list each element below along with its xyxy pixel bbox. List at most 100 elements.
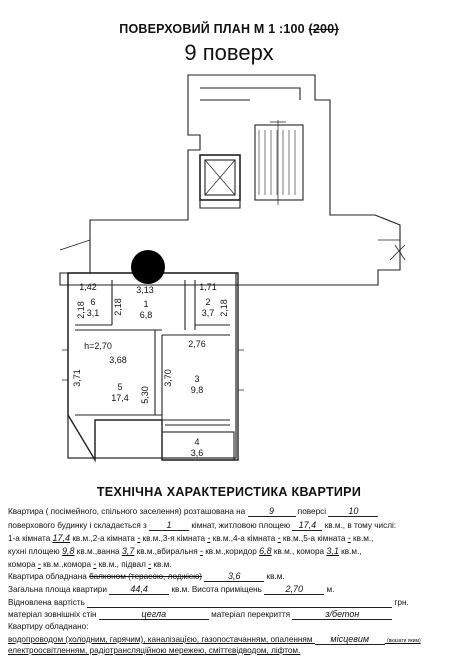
room3-dim-top: 2,76 (188, 339, 206, 349)
elevator-cross (204, 159, 236, 196)
l9-walls-value: цегла (98, 609, 209, 620)
l4-kitchen-value: 9,8 (61, 546, 75, 556)
l4-toilet-value: - (199, 546, 203, 556)
l7-text-c: м. (326, 585, 335, 594)
l12-text: електроосвітленням, радіотрансляційною м… (8, 646, 301, 655)
room6-no: 6 (90, 297, 95, 307)
l11-heating-value: місцевим (314, 634, 385, 645)
tech-line-2: поверхового будинку і складається з 1 кі… (8, 520, 396, 531)
upper-wall (200, 87, 301, 101)
l9-floors-value: з/бетон (292, 609, 393, 620)
room6-walls (75, 280, 113, 326)
l1-floor-value: 9 (247, 506, 296, 517)
room4-no: 4 (194, 437, 199, 447)
room6-dim-side: 2,18 (76, 301, 86, 319)
room5-area: 17,4 (111, 393, 129, 403)
l2-living-value: 17,4 (292, 520, 323, 531)
l3-text-f: кв.м., (353, 534, 374, 543)
building-outline (59, 74, 401, 286)
l3-room3-value: - (207, 533, 211, 543)
l1-text-b: поверсі (297, 507, 327, 516)
height-label: h=2,70 (84, 341, 112, 351)
l2-rooms-value: 1 (149, 520, 190, 531)
l1-text-a: Квартира ( посімейного, спільного заселе… (8, 507, 246, 516)
l8-cost-blank (87, 597, 393, 608)
l9-text-b: матеріал перекриття (211, 610, 291, 619)
l6-balcony-value: 3,6 (204, 571, 265, 582)
l6-text-a: Квартира обладнана (8, 572, 87, 581)
l2-text-c: кв.м., в тому числі: (324, 521, 397, 530)
room2-area: 3,7 (202, 308, 215, 318)
redaction-dot (131, 250, 165, 284)
room2-walls (184, 280, 230, 330)
room4-walls (162, 419, 230, 426)
corridor-lines (59, 239, 400, 251)
room3-walls (161, 334, 230, 420)
l3-text-b: кв.м.,2-а кімната (72, 534, 135, 543)
stairwell (254, 124, 304, 201)
l5-text-c: кв.м., підвал (98, 560, 146, 569)
l11-text-a: водопроводом (холодним, гарячим), каналі… (8, 635, 313, 644)
l7-text-b: кв.м. Висота приміщень (171, 585, 262, 594)
l5-text-d: кв.м. (153, 560, 172, 569)
tech-line-9: матеріал зовнішніх стін цегла матеріал п… (8, 609, 393, 620)
elevator-car (204, 159, 236, 196)
l7-height-value: 2,70 (264, 584, 325, 595)
l4-corridor-value: 6,8 (259, 546, 272, 556)
tech-line-1: Квартира ( посімейного, спільного заселе… (8, 506, 379, 517)
plan-title-main: ПОВЕРХОВИЙ ПЛАН М 1 :100 (119, 22, 305, 36)
l8-text-b: грн. (394, 598, 409, 607)
room6-area: 3,1 (87, 308, 100, 318)
room6-dim-top: 1,42 (79, 282, 97, 292)
room1-no: 1 (143, 299, 148, 309)
stair-arrow (270, 120, 286, 205)
elevator-door (199, 200, 241, 209)
room3-dim-side: 3,70 (163, 369, 173, 387)
room5-walls (75, 329, 162, 415)
l3-room1-value: 17,4 (52, 533, 71, 543)
l3-text-c: кв.м.,3-я кімната (142, 534, 206, 543)
tech-line-6: Квартира обладнана балконом (терасою, ло… (8, 571, 285, 582)
l4-text-c: кв.м.,вбиральня (136, 547, 198, 556)
l4-text-a: кухні площею (8, 547, 60, 556)
stair-steps (258, 130, 296, 195)
l1-floors-value: 10 (328, 506, 379, 517)
l10-text: Квартиру обладнано: (8, 622, 89, 631)
l3-room4-value: - (277, 533, 281, 543)
l6-struck-text: балконом (терасою, лоджією) (89, 572, 202, 581)
room5-no: 5 (117, 382, 122, 392)
l4-text-f: кв.м., (341, 547, 362, 556)
elevator-shaft (199, 154, 241, 201)
room2-dim-side: 2,18 (219, 299, 229, 317)
l4-bath-value: 3,7 (121, 546, 135, 556)
corridor-mark (389, 244, 406, 261)
room1-area: 6,8 (140, 310, 153, 320)
l7-total-area-value: 44,4 (109, 584, 170, 595)
hallway-area: 3,13 (136, 285, 154, 295)
plan-title-struck: (200) (308, 22, 339, 36)
tech-heading: ТЕХНІЧНА ХАРАКТЕРИСТИКА КВАРТИРИ (96, 485, 362, 499)
tech-line-4: кухні площею 9,8 кв.м.,ванна 3,7 кв.м.,в… (8, 546, 362, 556)
l5-text-b: кв.м.,комора (43, 560, 91, 569)
l7-text-a: Загальна площа квартири (8, 585, 107, 594)
l5-storage1-value: - (37, 559, 41, 569)
l3-room5-value: - (347, 533, 351, 543)
l6-text-b: кв.м. (266, 572, 285, 581)
room3-area: 9,8 (191, 385, 204, 395)
l11-hint: (вказати яким) (387, 638, 421, 644)
l4-text-b: кв.м.,ванна (76, 547, 120, 556)
room5-dim-left: 3,71 (72, 369, 82, 387)
room4-area: 3,6 (191, 448, 204, 458)
room3-no: 3 (194, 374, 199, 384)
l3-text-d: кв.м.,4-а кімната (212, 534, 276, 543)
plan-title: ПОВЕРХОВИЙ ПЛАН М 1 :100 (200) (0, 22, 458, 36)
tech-line-5: комора - кв.м.,комора - кв.м., підвал - … (8, 559, 172, 569)
floor-label: 9 поверх (184, 40, 274, 65)
window-marks (62, 349, 244, 391)
l5-basement-value: - (148, 559, 152, 569)
room2-dim-top: 1,71 (199, 282, 217, 292)
tech-line-7: Загальна площа квартири 44,4 кв.м. Висот… (8, 584, 334, 595)
room5-dim-top: 3,68 (109, 355, 127, 365)
l3-text-a: 1-а кімната (8, 534, 51, 543)
l3-room2-value: - (137, 533, 141, 543)
